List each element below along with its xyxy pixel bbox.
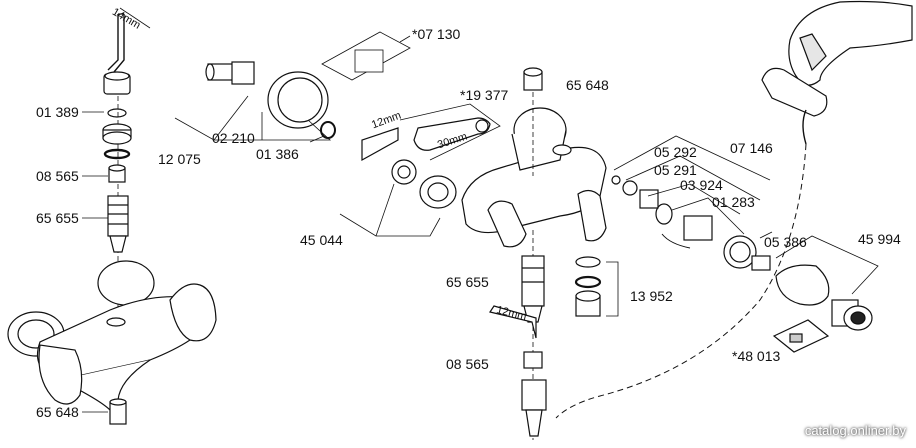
part-number-01283: 01 283 — [712, 194, 755, 210]
part-number-45994: 45 994 — [858, 231, 901, 247]
washer-01386 — [320, 121, 336, 139]
washer-01389 — [107, 108, 127, 118]
part-number-02210: 02 210 — [212, 130, 255, 146]
part-number-48013: *48 013 — [732, 348, 781, 364]
insert-08565-center — [523, 351, 543, 369]
part-number-07130: *07 130 — [412, 26, 461, 42]
part-number-13952: 13 952 — [630, 288, 673, 304]
shower-head — [555, 0, 913, 419]
wrench-19377 — [399, 103, 501, 161]
part-number-07146: 07 146 — [730, 140, 773, 156]
aerator-13952 — [574, 256, 619, 317]
part-number-08565-left: 08 565 — [36, 168, 79, 184]
leader-lines-left — [82, 111, 108, 413]
cap-65648-center — [523, 67, 543, 91]
hex-key-12mm-bottom — [489, 305, 537, 339]
part-number-65648-left: 65 648 — [36, 404, 79, 420]
part-number-01389: 01 389 — [36, 104, 79, 120]
part-number-05292: 05 292 — [654, 144, 697, 160]
rosette-plate — [267, 71, 329, 129]
part-number-03924: 03 924 — [680, 177, 723, 193]
part-number-05291: 05 291 — [654, 162, 697, 178]
cartridge-65655-left — [107, 195, 129, 253]
connector-02210 — [205, 61, 255, 85]
part-number-65655-center: 65 655 — [446, 274, 489, 290]
part-number-45044: 45 044 — [300, 232, 343, 248]
spout-insert-65648-left — [109, 398, 127, 425]
oring-left — [103, 148, 131, 160]
bracket-lines-diverter — [613, 135, 773, 239]
part-number-12075: 12 075 — [158, 151, 201, 167]
part-number-05386: 05 386 — [764, 234, 807, 250]
tool-bottom-center — [521, 379, 547, 437]
diverter-parts — [611, 175, 771, 271]
arrow-curve — [661, 233, 691, 249]
handle-45994 — [775, 235, 879, 331]
bracket-lines-45044 — [339, 183, 441, 237]
insert-08565-left — [108, 164, 126, 183]
hex-key-12mm-top — [361, 127, 399, 162]
watermark: catalog.onliner.by — [804, 423, 906, 438]
bracket-lines-12075 — [174, 95, 332, 143]
nut-part — [103, 71, 131, 95]
dim-14mm — [119, 7, 151, 29]
part-number-65648-center: 65 648 — [566, 77, 609, 93]
mixer-body-left — [7, 260, 217, 411]
cap-48013 — [772, 319, 830, 353]
part-number-08565-center: 08 565 — [446, 356, 489, 372]
part-number-19377: *19 377 — [460, 87, 509, 103]
part-number-65655-left: 65 655 — [36, 210, 79, 226]
hex-key-14mm — [107, 13, 125, 73]
box-07130 — [321, 31, 411, 81]
adapter-45044 — [391, 159, 457, 209]
mixer-body-center — [461, 107, 607, 248]
ring-part — [102, 123, 132, 145]
part-number-01386: 01 386 — [256, 146, 299, 162]
